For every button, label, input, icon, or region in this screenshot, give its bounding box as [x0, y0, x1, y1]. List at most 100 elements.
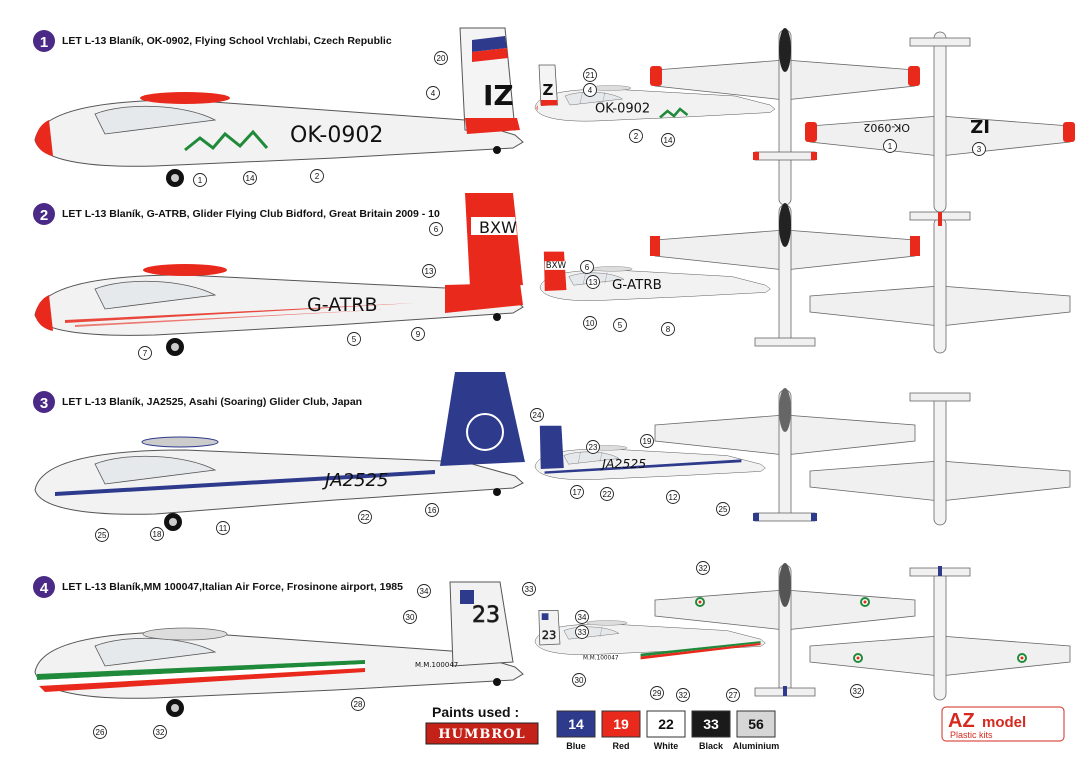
side-view-small: 23 M.M.100047	[534, 610, 766, 661]
callout-number: 20	[437, 54, 446, 63]
az-logo-tagline: Plastic kits	[950, 730, 993, 740]
callout-number: 32	[156, 728, 165, 737]
top-view-lower	[809, 392, 1071, 526]
callout-number: 27	[729, 691, 738, 700]
top-view-lower	[809, 566, 1071, 701]
section-badge	[33, 30, 55, 52]
callout-marker: 5	[347, 332, 361, 346]
callout-marker: 6	[429, 222, 443, 236]
callout-marker: 32	[850, 684, 864, 698]
paint-name: Black	[699, 741, 724, 751]
callout-number: 6	[585, 263, 590, 272]
section-badge	[33, 203, 55, 225]
callout-marker: 14	[661, 133, 675, 147]
callout-marker: 10	[583, 316, 597, 330]
callout-marker: 19	[640, 434, 654, 448]
callout-number: 25	[98, 531, 107, 540]
section-title: LET L-13 Blaník, JA2525, Asahi (Soaring)…	[62, 396, 362, 408]
callout-marker: 4	[426, 86, 440, 100]
callout-number: 33	[525, 585, 534, 594]
registration: G-ATRB	[307, 294, 378, 316]
callout-marker: 33	[522, 582, 536, 596]
callout-number: 10	[586, 319, 595, 328]
callout-number: 22	[603, 490, 612, 499]
callout-marker: 2	[629, 129, 643, 143]
section-title: LET L-13 Blaník, G-ATRB, Glider Flying C…	[62, 208, 440, 220]
callout-marker: 12	[666, 490, 680, 504]
callout-number: 1	[888, 142, 893, 151]
callout-marker: 20	[434, 51, 448, 65]
small-registration: OK-0902	[595, 102, 650, 117]
callout-number: 30	[575, 676, 584, 685]
top-view-lower: OK-0902 IZ	[805, 31, 1075, 213]
callout-marker: 4	[583, 83, 597, 97]
callout-number: 23	[589, 443, 598, 452]
paint-name: Aluminium	[733, 741, 780, 751]
callout-marker: 22	[600, 487, 614, 501]
registration: OK-0902	[290, 123, 383, 148]
callout-number: 30	[406, 613, 415, 622]
callout-number: 28	[354, 700, 363, 709]
callout-number: 34	[578, 613, 587, 622]
callout-number: 2	[315, 172, 320, 181]
side-view-large: G-ATRB BXW	[34, 193, 524, 356]
callout-marker: 7	[138, 346, 152, 360]
callout-marker: 9	[411, 327, 425, 341]
section-number: 2	[40, 207, 48, 224]
small-tail-code: BXW	[546, 261, 567, 271]
callout-number: 22	[361, 513, 370, 522]
az-model-logo: AZ model Plastic kits	[941, 706, 1065, 742]
callout-marker: 33	[575, 625, 589, 639]
humbrol-logo	[425, 722, 539, 745]
callout-number: 11	[219, 524, 228, 533]
paints-legend: Paints used : HUMBROL 14Blue19Red22White…	[425, 704, 780, 751]
section-number: 4	[40, 580, 49, 597]
paint-number: 22	[658, 716, 674, 732]
section-number: 3	[40, 395, 48, 412]
side-view-small: BXW G-ATRB	[539, 251, 771, 301]
paint-number: 14	[568, 716, 584, 732]
callout-marker: 2	[310, 169, 324, 183]
callout-marker: 11	[216, 521, 230, 535]
callout-marker: 21	[583, 68, 597, 82]
top-view-upper	[654, 563, 916, 697]
paint-number: 19	[613, 716, 629, 732]
callout-marker: 6	[580, 260, 594, 274]
section-2: 2 LET L-13 Blaník, G-ATRB, Glider Flying…	[33, 193, 1071, 356]
top-view-upper	[654, 388, 916, 522]
callout-marker: 23	[586, 440, 600, 454]
callout-marker: 25	[716, 502, 730, 516]
side-view-large: JA2525	[34, 372, 525, 531]
section-title: LET L-13 Blaník,MM 100047,Italian Air Fo…	[62, 581, 403, 593]
wingtip-red	[140, 92, 230, 104]
side-view-large: 23 M.M.100047	[34, 581, 524, 717]
small-registration: M.M.100047	[583, 655, 619, 661]
callout-marker: 5	[613, 318, 627, 332]
callout-number: 7	[143, 349, 148, 358]
callout-marker: 14	[243, 171, 257, 185]
callout-marker: 24	[530, 408, 544, 422]
section-badge	[33, 391, 55, 413]
registration: M.M.100047	[415, 661, 458, 669]
callout-marker: 13	[422, 264, 436, 278]
callout-marker: 34	[417, 584, 431, 598]
callout-number: 33	[578, 628, 587, 637]
callout-marker: 30	[572, 673, 586, 687]
callout-number: 4	[431, 89, 436, 98]
callout-number: 2	[634, 132, 639, 141]
callout-number: 5	[618, 321, 623, 330]
paints-title: Paints used :	[432, 704, 519, 720]
section-number: 1	[40, 34, 48, 51]
callout-marker: 30	[403, 610, 417, 624]
small-tail-code: Z	[543, 81, 554, 99]
az-logo-model: model	[982, 714, 1026, 731]
side-view-small: Z OK-0902	[534, 64, 776, 122]
paint-name: Red	[612, 741, 629, 751]
callout-marker: 1	[193, 173, 207, 187]
nose-red	[35, 120, 53, 156]
callout-number: 4	[588, 86, 593, 95]
